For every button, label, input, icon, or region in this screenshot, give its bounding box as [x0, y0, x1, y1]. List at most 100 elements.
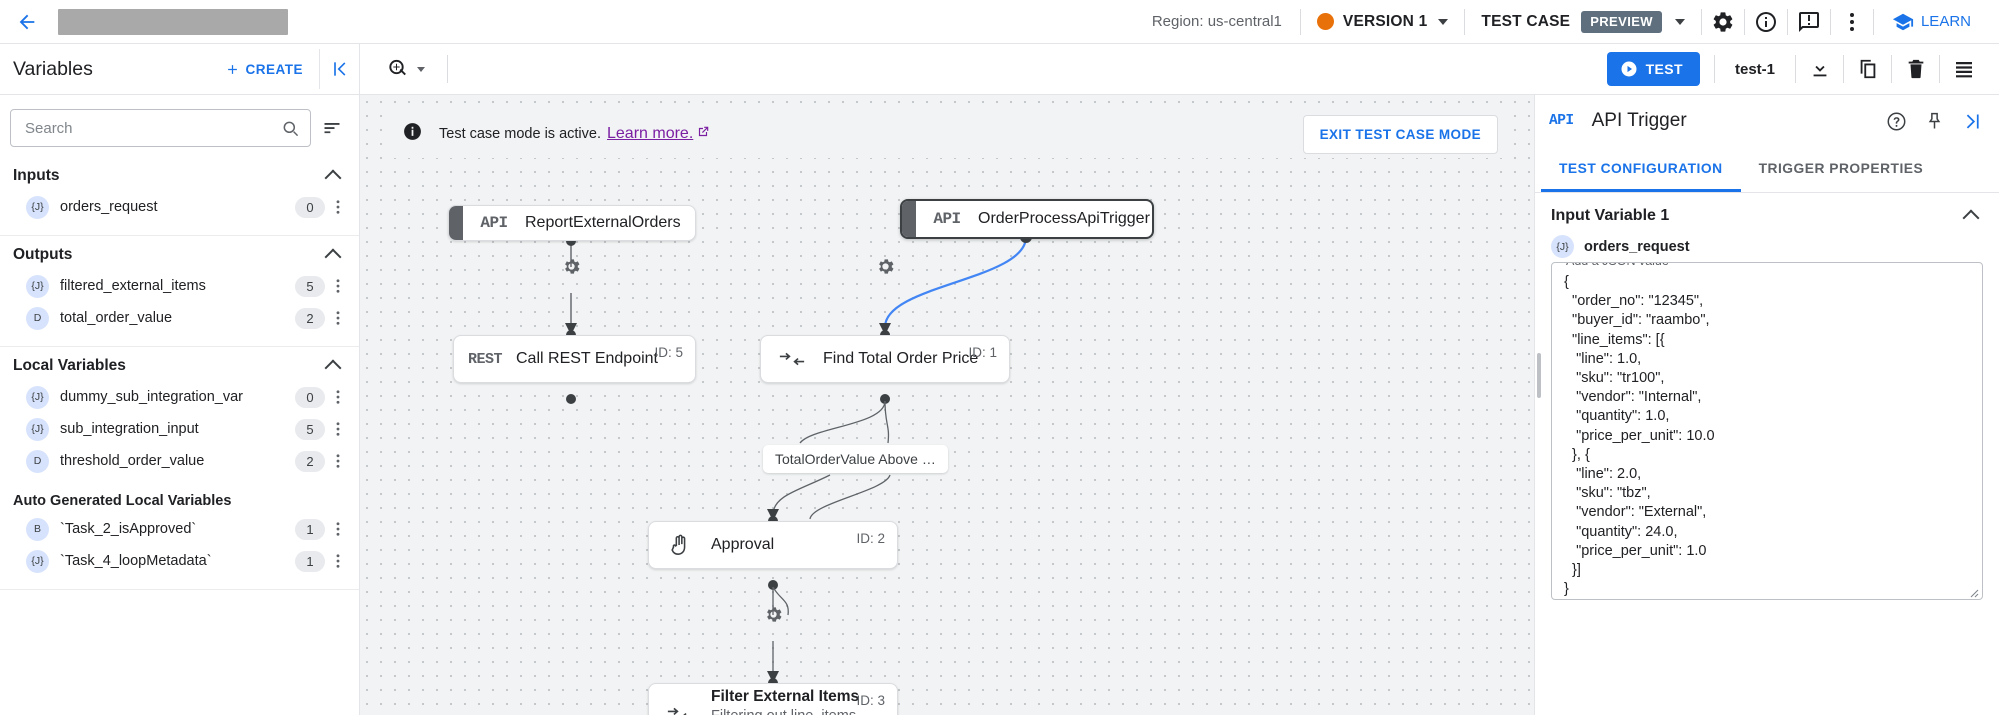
node-find-total-order-price[interactable]: Find Total Order Price ID: 1 — [760, 335, 1010, 383]
feedback-button[interactable] — [1788, 1, 1830, 43]
node-subtitle: Filtering out line_items whi… — [711, 708, 885, 715]
exit-test-case-mode-button[interactable]: EXIT TEST CASE MODE — [1302, 114, 1498, 154]
more-vert-icon — [336, 279, 340, 293]
duplicate-test-button[interactable] — [1844, 48, 1891, 90]
more-vert-icon — [336, 454, 340, 468]
divider — [1891, 55, 1892, 83]
input-variable-header[interactable]: Input Variable 1 — [1551, 207, 1983, 227]
download-test-button[interactable] — [1796, 48, 1843, 90]
node-body: Call REST Endpoint — [516, 350, 695, 368]
create-variable-button[interactable]: CREATE — [215, 55, 313, 84]
json-field-legend: Add a JSON value * — [1561, 263, 1683, 268]
divider — [1299, 8, 1301, 35]
edge-condition-label[interactable]: TotalOrderValue Above … — [763, 445, 948, 473]
run-test-button[interactable]: TEST — [1606, 52, 1700, 86]
info-icon — [402, 121, 423, 147]
edge-config-gear-icon-2[interactable] — [874, 255, 896, 277]
variable-options-button[interactable] — [325, 520, 351, 538]
variable-type-badge: D — [26, 306, 49, 330]
section-header-local-variables[interactable]: Local Variables — [0, 347, 359, 381]
more-vert-icon — [336, 390, 340, 404]
node-approval[interactable]: Approval ID: 2 — [648, 521, 898, 569]
tab-trigger-properties[interactable]: TRIGGER PROPERTIES — [1758, 160, 1924, 176]
test-list-button[interactable] — [1940, 48, 1987, 90]
plus-icon — [228, 64, 238, 74]
trigger-accent-bar — [449, 206, 463, 240]
collapse-sidebar-button[interactable] — [319, 49, 359, 89]
main-body: Inputs{J}orders_request0Outputs{J}filter… — [0, 95, 1999, 715]
node-filter-external-items[interactable]: Filter External Items Filtering out line… — [648, 683, 898, 715]
section-header-inputs[interactable]: Inputs — [0, 157, 359, 191]
variable-usage-count: 0 — [295, 196, 325, 218]
edge-config-gear-icon-3[interactable] — [762, 603, 784, 625]
rest-icon: REST — [454, 351, 516, 368]
more-vert-icon — [336, 200, 340, 214]
node-call-rest-endpoint[interactable]: REST Call REST Endpoint ID: 5 — [453, 335, 696, 383]
search-input[interactable] — [23, 118, 281, 138]
test-case-mode-banner: Test case mode is active. Learn more. EX… — [382, 110, 1512, 158]
pin-button[interactable] — [1915, 102, 1953, 140]
auto-generated-section-title: Auto Generated Local Variables — [13, 493, 232, 509]
node-body: Find Total Order Price — [823, 350, 1009, 368]
learn-button[interactable]: LEARN — [1874, 11, 1985, 33]
flow-canvas[interactable]: Test case mode is active. Learn more. EX… — [360, 95, 1534, 715]
node-report-external-orders[interactable]: API ReportExternalOrders — [448, 205, 696, 241]
resize-handle[interactable] — [1967, 585, 1979, 598]
info-button[interactable] — [1745, 1, 1787, 43]
sort-button[interactable] — [317, 118, 347, 138]
integration-name-redacted — [58, 8, 288, 35]
variable-options-button[interactable] — [325, 452, 351, 470]
test-case-selector[interactable]: TEST CASE PREVIEW — [1465, 10, 1701, 33]
more-options-button[interactable] — [1831, 1, 1873, 43]
search-box[interactable] — [10, 109, 311, 147]
preview-badge: PREVIEW — [1581, 10, 1662, 33]
back-button[interactable] — [10, 5, 44, 39]
variable-options-button[interactable] — [325, 277, 351, 295]
zoom-control[interactable] — [378, 51, 433, 87]
variable-usage-count: 5 — [295, 275, 325, 297]
more-vert-icon — [336, 311, 340, 325]
top-bar: Region: us-central1 VERSION 1 TEST CASE … — [0, 0, 1999, 44]
help-button[interactable] — [1877, 102, 1915, 140]
json-value-text[interactable]: { "order_no": "12345", "buyer_id": "raam… — [1564, 274, 1715, 598]
variable-options-button[interactable] — [325, 309, 351, 327]
tab-test-configuration[interactable]: TEST CONFIGURATION — [1541, 147, 1741, 192]
divider — [1872, 8, 1874, 35]
variable-options-button[interactable] — [325, 552, 351, 570]
variable-row-task-2-isapproved[interactable]: B`Task_2_isApproved`1 — [0, 513, 359, 545]
learn-label: LEARN — [1920, 13, 1971, 30]
json-value-field[interactable]: Add a JSON value * { "order_no": "12345"… — [1551, 262, 1983, 600]
divider — [447, 55, 448, 83]
learn-more-link[interactable]: Learn more. — [607, 125, 694, 142]
variable-options-button[interactable] — [325, 198, 351, 216]
version-selector[interactable]: VERSION 1 — [1301, 13, 1465, 31]
variables-title: Variables — [13, 57, 93, 80]
settings-button[interactable] — [1702, 1, 1744, 43]
variable-type-badge: {J} — [26, 195, 49, 219]
node-type-tag: API — [933, 210, 961, 228]
divider — [1786, 8, 1788, 35]
panel-header: API API Trigger — [1535, 95, 1999, 147]
delete-test-button[interactable] — [1892, 48, 1939, 90]
variable-row-task-4-loopmetadata[interactable]: {J}`Task_4_loopMetadata`1 — [0, 545, 359, 577]
variable-options-button[interactable] — [325, 420, 351, 438]
edge-config-gear-icon-1[interactable] — [560, 255, 582, 277]
section-header-outputs[interactable]: Outputs — [0, 236, 359, 270]
panel-title: API Trigger — [1591, 110, 1687, 131]
canvas-toolbar — [360, 44, 1607, 94]
variable-options-button[interactable] — [325, 388, 351, 406]
test-case-name[interactable]: test-1 — [1734, 60, 1775, 78]
node-order-process-api-trigger[interactable]: API OrderProcessApiTrigger — [900, 199, 1154, 239]
panel-content: Input Variable 1 {J} orders_request Add … — [1535, 193, 1999, 715]
variable-type-badge: {J} — [26, 274, 49, 298]
collapse-panel-button[interactable] — [1953, 102, 1991, 140]
divider — [1700, 8, 1702, 35]
panel-scrollbar-thumb[interactable] — [1537, 353, 1541, 398]
